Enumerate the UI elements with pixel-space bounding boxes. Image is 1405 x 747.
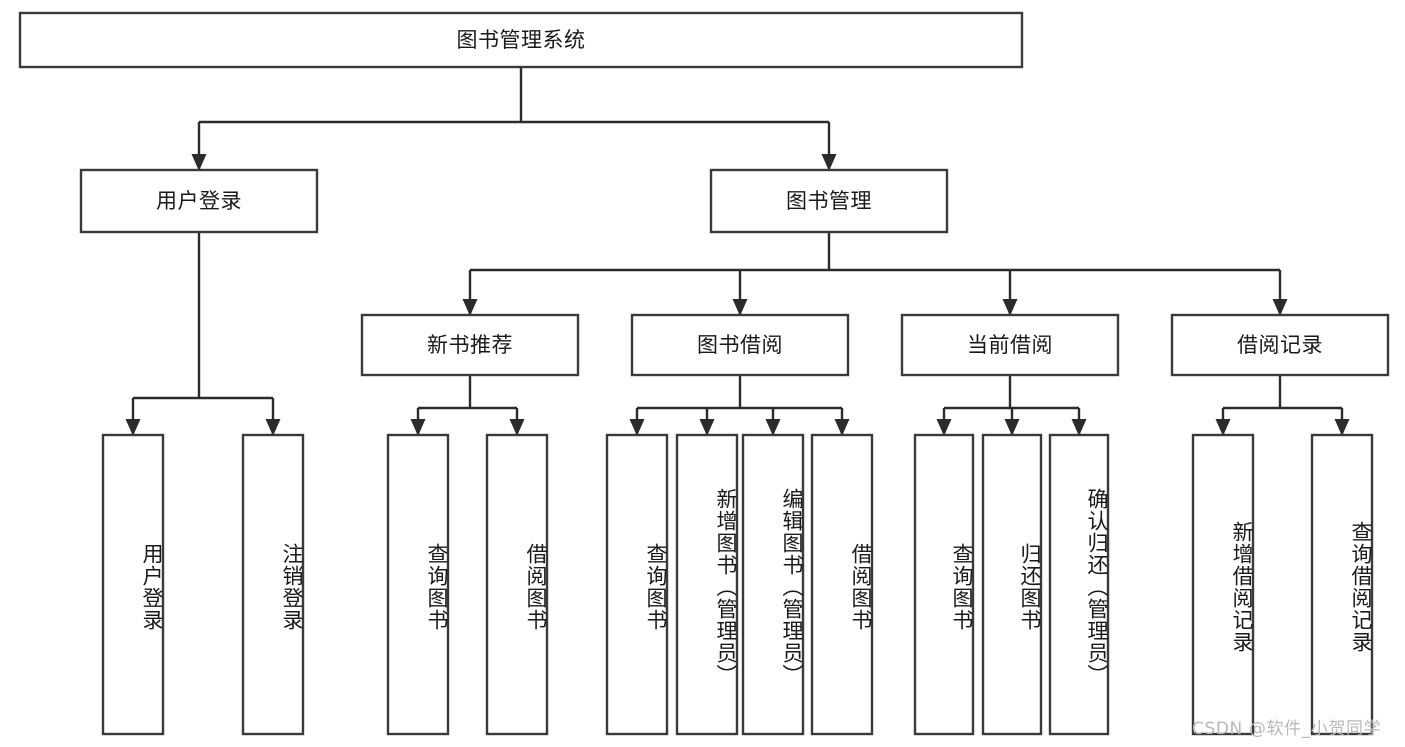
csdn-watermark: CSDN @软件_小贺同学 bbox=[1192, 719, 1382, 739]
conn-l2-当前借阅-arrow-1 bbox=[1004, 419, 1020, 436]
conn-root-arrow-0 bbox=[191, 154, 207, 171]
node-l2-当前借阅-label: 当前借阅 bbox=[967, 333, 1053, 357]
node-leaf-7-借阅图书[interactable] bbox=[810, 433, 874, 736]
conn-l2-图书借阅-arrow-0 bbox=[629, 419, 645, 436]
conn-l2-当前借阅-arrow-0 bbox=[936, 419, 952, 436]
node-l2-当前借阅[interactable] bbox=[900, 313, 1120, 377]
conn-l2-新书推荐-arrow-1 bbox=[509, 419, 525, 436]
node-l2-借阅记录-label: 借阅记录 bbox=[1237, 333, 1323, 357]
conn-l2-新书推荐-arrow-0 bbox=[410, 419, 426, 436]
node-l1-用户登录[interactable] bbox=[79, 168, 319, 234]
conn-bookmgmt-arrow-1 bbox=[732, 299, 748, 316]
node-root[interactable] bbox=[18, 11, 1024, 69]
conn-l2-图书借阅-arrow-3 bbox=[834, 419, 850, 436]
node-leaf-10-确认归还管理员[interactable] bbox=[1048, 433, 1110, 736]
conn-bookmgmt-arrow-2 bbox=[1002, 299, 1018, 316]
conn-bookmgmt-arrow-3 bbox=[1272, 299, 1288, 316]
node-l1-图书管理[interactable] bbox=[709, 168, 949, 234]
node-leaf-11-新增借阅记录[interactable] bbox=[1191, 433, 1255, 736]
node-l2-借阅记录[interactable] bbox=[1170, 313, 1390, 377]
node-leaf-9-归还图书[interactable] bbox=[981, 433, 1043, 736]
node-leaf-3-借阅图书[interactable] bbox=[485, 433, 549, 736]
conn-bookmgmt-arrow-0 bbox=[462, 299, 478, 316]
connector-layer bbox=[125, 67, 1350, 436]
node-l2-图书借阅[interactable] bbox=[630, 313, 850, 377]
node-l2-新书推荐-label: 新书推荐 bbox=[427, 333, 513, 357]
conn-l2-借阅记录-arrow-0 bbox=[1215, 419, 1231, 436]
node-box-layer bbox=[18, 11, 1390, 736]
node-leaf-2-查询图书[interactable] bbox=[386, 433, 450, 736]
node-leaf-5-新增图书管理员[interactable] bbox=[675, 433, 739, 736]
node-leaf-0-用户登录[interactable] bbox=[101, 433, 165, 736]
node-leaf-4-查询图书[interactable] bbox=[605, 433, 669, 736]
conn-l2-图书借阅-arrow-1 bbox=[699, 419, 715, 436]
conn-l2-图书借阅-arrow-2 bbox=[765, 419, 781, 436]
node-leaf-8-查询图书[interactable] bbox=[913, 433, 975, 736]
conn-userlogin-arrow-0 bbox=[125, 419, 141, 436]
node-l1-图书管理-label: 图书管理 bbox=[786, 189, 872, 213]
conn-l2-借阅记录-arrow-1 bbox=[1334, 419, 1350, 436]
conn-l2-当前借阅-arrow-2 bbox=[1071, 419, 1087, 436]
node-l1-用户登录-label: 用户登录 bbox=[156, 189, 242, 213]
conn-userlogin-arrow-1 bbox=[265, 419, 281, 436]
node-root-label: 图书管理系统 bbox=[457, 28, 586, 52]
node-leaf-1-注销登录[interactable] bbox=[241, 433, 305, 736]
node-leaf-6-编辑图书管理员[interactable] bbox=[741, 433, 805, 736]
node-l2-图书借阅-label: 图书借阅 bbox=[697, 333, 783, 357]
conn-root-arrow-1 bbox=[821, 154, 837, 171]
node-leaf-12-查询借阅记录[interactable] bbox=[1310, 433, 1374, 736]
node-l2-新书推荐[interactable] bbox=[360, 313, 580, 377]
